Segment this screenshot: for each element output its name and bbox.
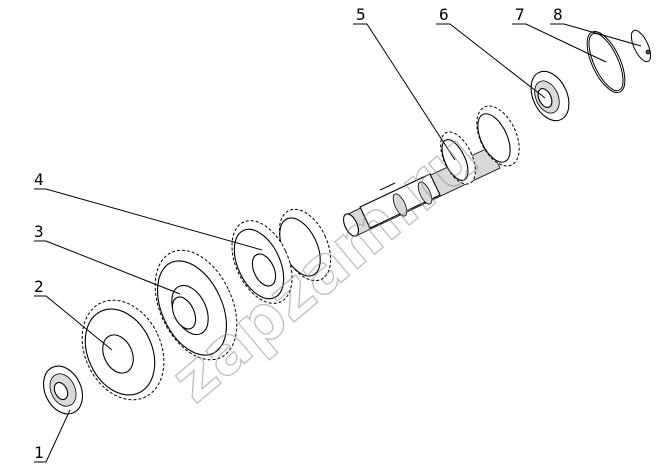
part-6-bearing	[530, 70, 570, 122]
part-1-bearing	[43, 365, 83, 415]
shaft-end-gear	[476, 105, 520, 167]
part-4-rear-gear	[278, 208, 332, 282]
part-2-gear	[81, 299, 165, 401]
callout-3: 3	[34, 222, 44, 241]
callout-8: 8	[553, 5, 563, 24]
callout-7: 7	[515, 5, 525, 24]
part-3-gear	[154, 249, 238, 361]
part-8-circlip	[630, 29, 652, 63]
leader-lines	[34, 23, 642, 463]
callout-5: 5	[356, 5, 366, 24]
callout-4: 4	[34, 170, 44, 189]
callout-1: 1	[34, 443, 44, 462]
callout-6: 6	[439, 5, 449, 24]
part-4-gear	[231, 220, 293, 304]
callout-labels: 1 2 3 4 5 6 7 8	[34, 5, 563, 462]
callout-2: 2	[34, 277, 44, 296]
